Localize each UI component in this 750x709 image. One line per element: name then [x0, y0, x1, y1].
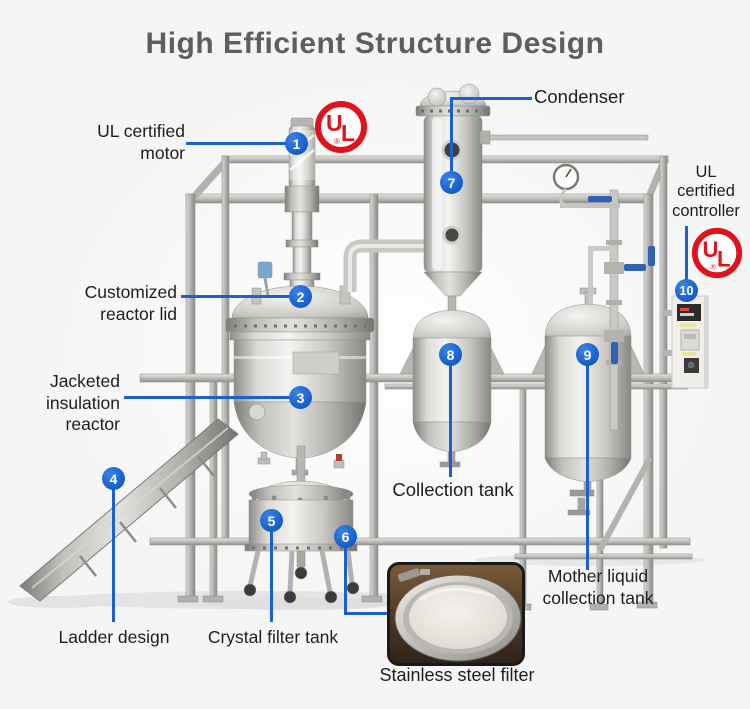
callout-badge-1: 1	[285, 132, 308, 155]
label-condenser: Condenser	[534, 86, 625, 107]
leader-line-6-horizontal	[344, 612, 391, 615]
callout-badge-3: 3	[289, 386, 312, 409]
label-mother-liquid-collection-tank: Mother liquid collection tank	[542, 566, 654, 608]
callout-badge-7: 7	[440, 171, 463, 194]
label-customized-reactor-lid: Customized reactor lid	[84, 282, 177, 324]
label-ladder-design: Ladder design	[58, 627, 170, 647]
leader-line-7-horizontal	[452, 97, 532, 100]
leader-line-5	[270, 531, 273, 622]
leader-line-9	[586, 365, 589, 570]
ul-logo-controller: U L ®	[691, 227, 743, 279]
callout-badge-6: 6	[334, 525, 357, 548]
label-stainless-steel-filter: Stainless steel filter	[379, 665, 535, 685]
leader-line-10	[685, 226, 688, 282]
ul-logo-registered: ®	[710, 262, 716, 271]
ul-logo-motor: U L ®	[315, 101, 367, 153]
leader-line-8	[449, 365, 452, 477]
stainless-steel-filter-inset	[387, 562, 525, 666]
label-jacketed-insulation-reactor: Jacketed insulation reactor	[46, 371, 120, 435]
callout-badge-5: 5	[260, 509, 283, 532]
ladder	[19, 418, 239, 602]
photo-backdrop	[50, 70, 730, 630]
label-collection-tank: Collection tank	[392, 479, 514, 500]
piping	[552, 163, 655, 431]
leader-line-4	[112, 489, 115, 622]
label-crystal-filter-tank: Crystal filter tank	[207, 627, 339, 647]
leader-line-2	[181, 295, 291, 298]
ul-logo-l: L	[341, 120, 355, 146]
leader-line-3	[124, 396, 291, 399]
filter-inset-illustration	[390, 565, 522, 663]
callout-badge-8: 8	[439, 343, 462, 366]
leader-line-6-vertical	[344, 547, 347, 615]
ul-logo-u: U	[326, 110, 343, 136]
ul-logo-u: U	[703, 237, 719, 262]
leader-line-7-vertical	[450, 97, 453, 174]
ul-logo-l: L	[717, 247, 731, 272]
callout-badge-10: 10	[675, 279, 698, 302]
callout-badge-4: 4	[102, 467, 125, 490]
callout-badge-2: 2	[289, 285, 312, 308]
page-title: High Efficient Structure Design	[145, 27, 605, 60]
control-cabinet	[662, 295, 709, 389]
ul-logo-registered: ®	[334, 137, 340, 146]
label-ul-certified-motor: UL certified motor	[97, 121, 185, 163]
callout-badge-9: 9	[576, 343, 599, 366]
label-ul-certified-controller: UL certified controller	[672, 163, 740, 220]
leader-line-1	[186, 142, 287, 145]
